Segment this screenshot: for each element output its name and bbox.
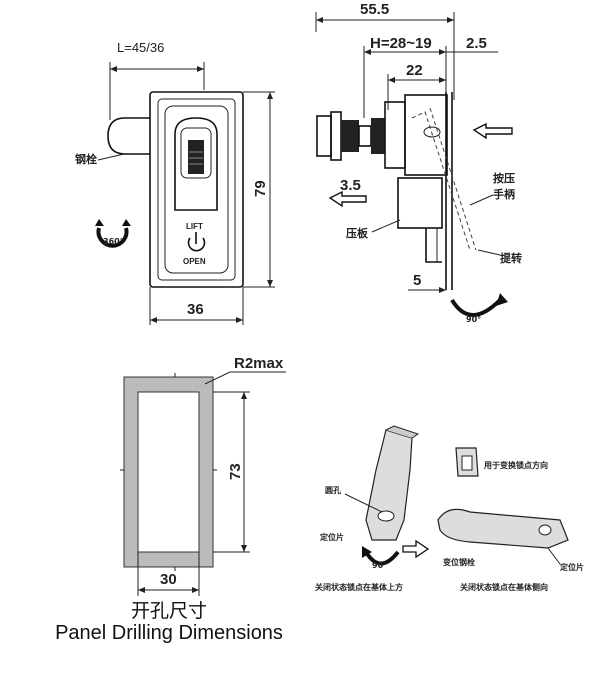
closed-up-label: 关闭状态锁点在基体上方	[315, 582, 403, 592]
round-hole-label: 圆孔	[325, 485, 341, 495]
lift-label: LIFT	[186, 222, 203, 231]
caption-cn: 开孔尺寸	[130, 600, 207, 622]
dim-total-label: 55.5	[360, 1, 389, 18]
locator-label-2: 定位片	[559, 562, 584, 572]
dim-right-label: 2.5	[466, 35, 487, 52]
dim-height-label: 79	[252, 180, 269, 197]
caption-en: Panel Drilling Dimensions	[55, 622, 283, 644]
locating-bolt-label: 变位钢栓	[443, 557, 475, 567]
press-handle-label-1: 按压	[493, 171, 515, 185]
lift-rotate-label: 提转	[500, 251, 522, 265]
press-handle-label-2: 手柄	[493, 187, 515, 201]
cam-detail: 圆孔 定位片 90° 关闭状态锁点在基体上方 用于变换锁点方向 变位钢栓 定位片…	[315, 425, 584, 592]
switch-dir-label: 用于变换锁点方向	[483, 460, 548, 470]
locator-label: 定位片	[319, 532, 344, 542]
dim-radius-label: R2max	[234, 355, 284, 372]
dim-3-5-label: 3.5	[340, 177, 361, 194]
rotate-90-icon: 90°	[450, 293, 508, 324]
dim-cutout-height-label: 73	[227, 463, 244, 480]
dim-22-label: 22	[406, 62, 423, 79]
front-view: L=45/36 钢栓 LIFT OPEN 360° 79	[75, 40, 275, 325]
pressure-plate-label: 压板	[346, 226, 369, 240]
closed-side-label: 关闭状态锁点在基体侧向	[460, 582, 548, 592]
panel-cutout: R2max 73 30	[120, 355, 286, 596]
rotate-90-label: 90°	[466, 315, 481, 324]
cam-rotate-label: 90°	[372, 561, 387, 570]
dim-5-label: 5	[413, 272, 421, 289]
bolt-label: 钢栓	[75, 152, 97, 166]
dim-cutout-width-label: 30	[160, 571, 177, 588]
dim-H-label: H=28~19	[370, 35, 432, 52]
open-label: OPEN	[183, 257, 206, 266]
rotate-360-icon: 360°	[95, 219, 131, 248]
dim-width-label: 36	[187, 301, 204, 318]
rotate-360-label: 360°	[103, 237, 124, 246]
dim-L-label: L=45/36	[117, 40, 164, 55]
side-view: 55.5 H=28~19 2.5 22	[315, 1, 522, 324]
